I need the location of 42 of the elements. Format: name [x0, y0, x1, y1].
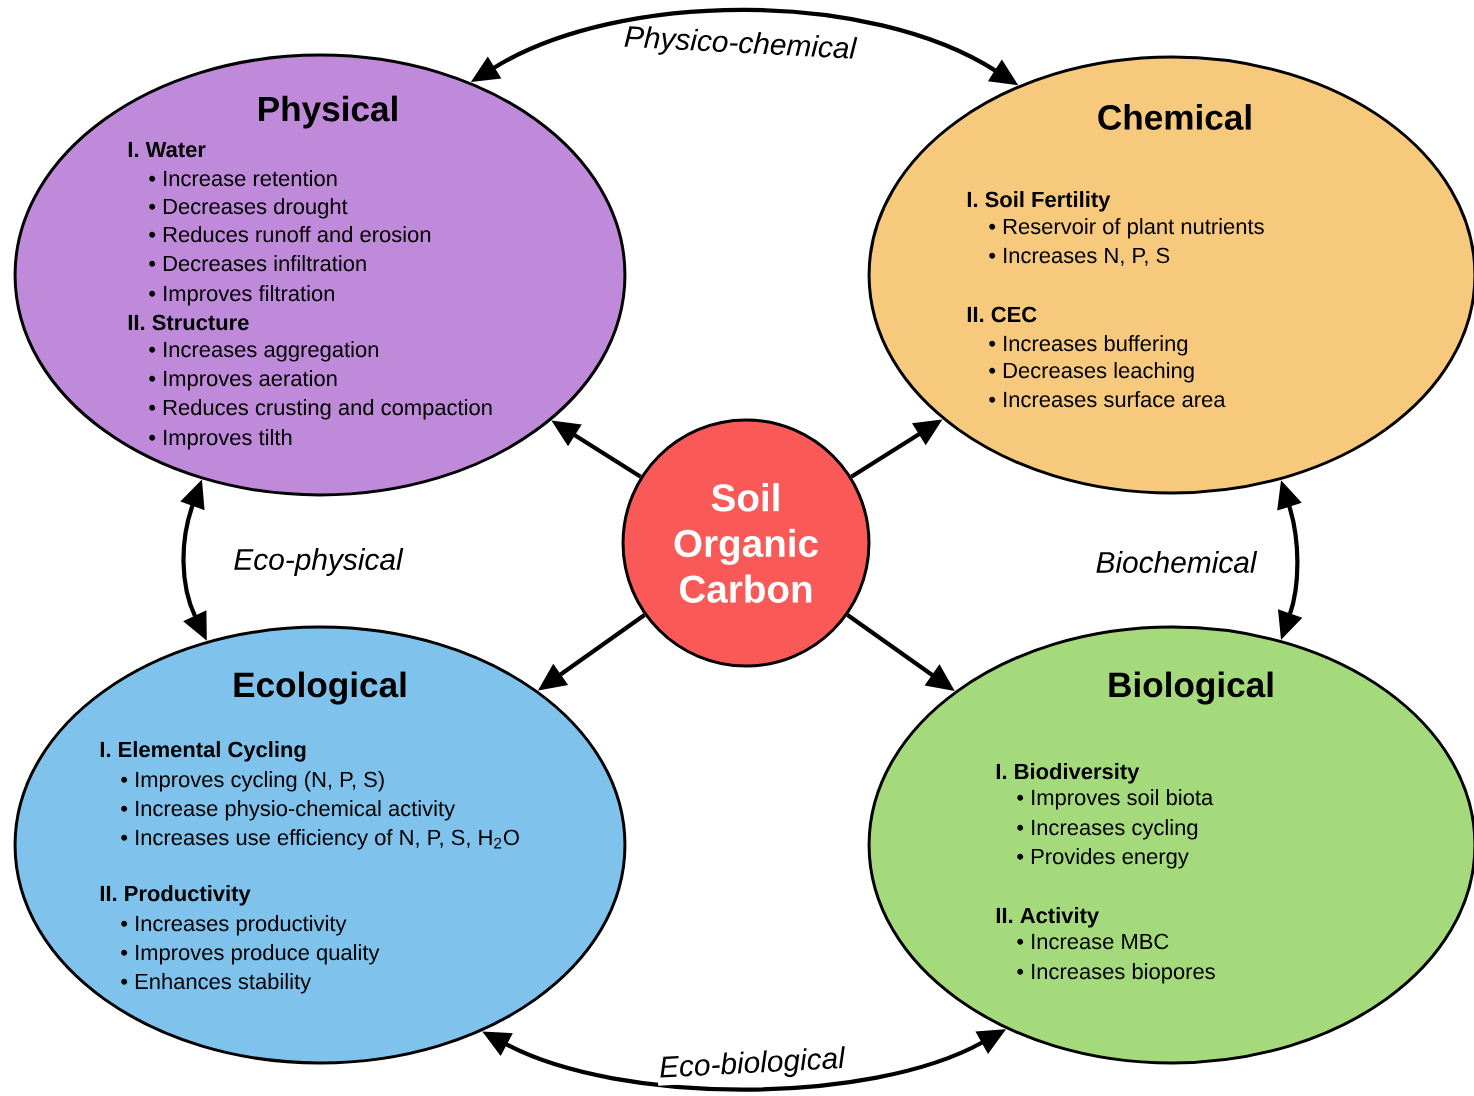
edge-label: Eco-physical: [231, 546, 405, 578]
bullet-item: • Increases use efficiency of N, P, S, H$_{2}$O: [121, 829, 519, 850]
edge-label: Eco-biological: [656, 1044, 848, 1086]
bullet-item: • Increases productivity: [121, 915, 347, 936]
edge-label: Biochemical: [1093, 549, 1259, 575]
bullet-item: • Improves produce quality: [121, 944, 380, 965]
heading: I. Water: [128, 141, 206, 158]
bullet-item: • Increases cycling: [1017, 819, 1198, 840]
edge-label: Physico-chemical: [621, 23, 859, 67]
title: Physical: [259, 95, 397, 129]
bullet-item: • Reduces runoff and erosion: [149, 226, 431, 243]
heading: I. Soil Fertility: [967, 191, 1111, 212]
heading: I. Elemental Cycling: [100, 741, 306, 762]
bullet-item: • Increases buffering: [989, 335, 1188, 356]
bullet-item: • Increases biopores: [1017, 963, 1215, 984]
bullet-item: • Reduces crusting and compaction: [149, 399, 492, 420]
bullet-item: • Decreases leaching: [989, 362, 1194, 383]
bullet-item: • Improves soil biota: [1017, 789, 1214, 810]
heading: II. Activity: [996, 907, 1099, 928]
bullet-item: • Increase physio-chemical activity: [121, 800, 456, 821]
heading: II. Structure: [128, 314, 249, 331]
bullet-item: • Decreases infiltration: [149, 255, 366, 272]
bullet-item: • Increases surface area: [989, 391, 1226, 408]
bullet-item: • Improves filtration: [149, 285, 334, 306]
heading: II. Productivity: [100, 885, 251, 906]
bullet-item: • Decreases drought: [149, 198, 348, 219]
bullet-item: • Improves tilth: [149, 429, 292, 450]
title: Biological: [1109, 671, 1273, 705]
bullet-item: • Reservoir of plant nutrients: [989, 218, 1264, 239]
heading: I. Biodiversity: [996, 763, 1140, 784]
heading: II. CEC: [967, 306, 1037, 323]
bullet-item: • Enhances stability: [121, 973, 312, 994]
bullet-item: • Increase MBC: [1017, 933, 1169, 950]
bullet-item: • Improves cycling (N, P, S): [121, 771, 384, 792]
bullet-item: • Provides energy: [1017, 848, 1189, 869]
bullet-item: • Increases N, P, S: [989, 247, 1170, 266]
title: Chemical: [1098, 104, 1251, 130]
bullet-item: • Increase retention: [149, 170, 337, 187]
title: Ecological: [234, 671, 406, 705]
bullet-item: • Increases aggregation: [149, 341, 378, 362]
bullet-item: • Improves aeration: [149, 370, 337, 391]
circle-node: Soil Organic Carbon: [621, 418, 871, 668]
